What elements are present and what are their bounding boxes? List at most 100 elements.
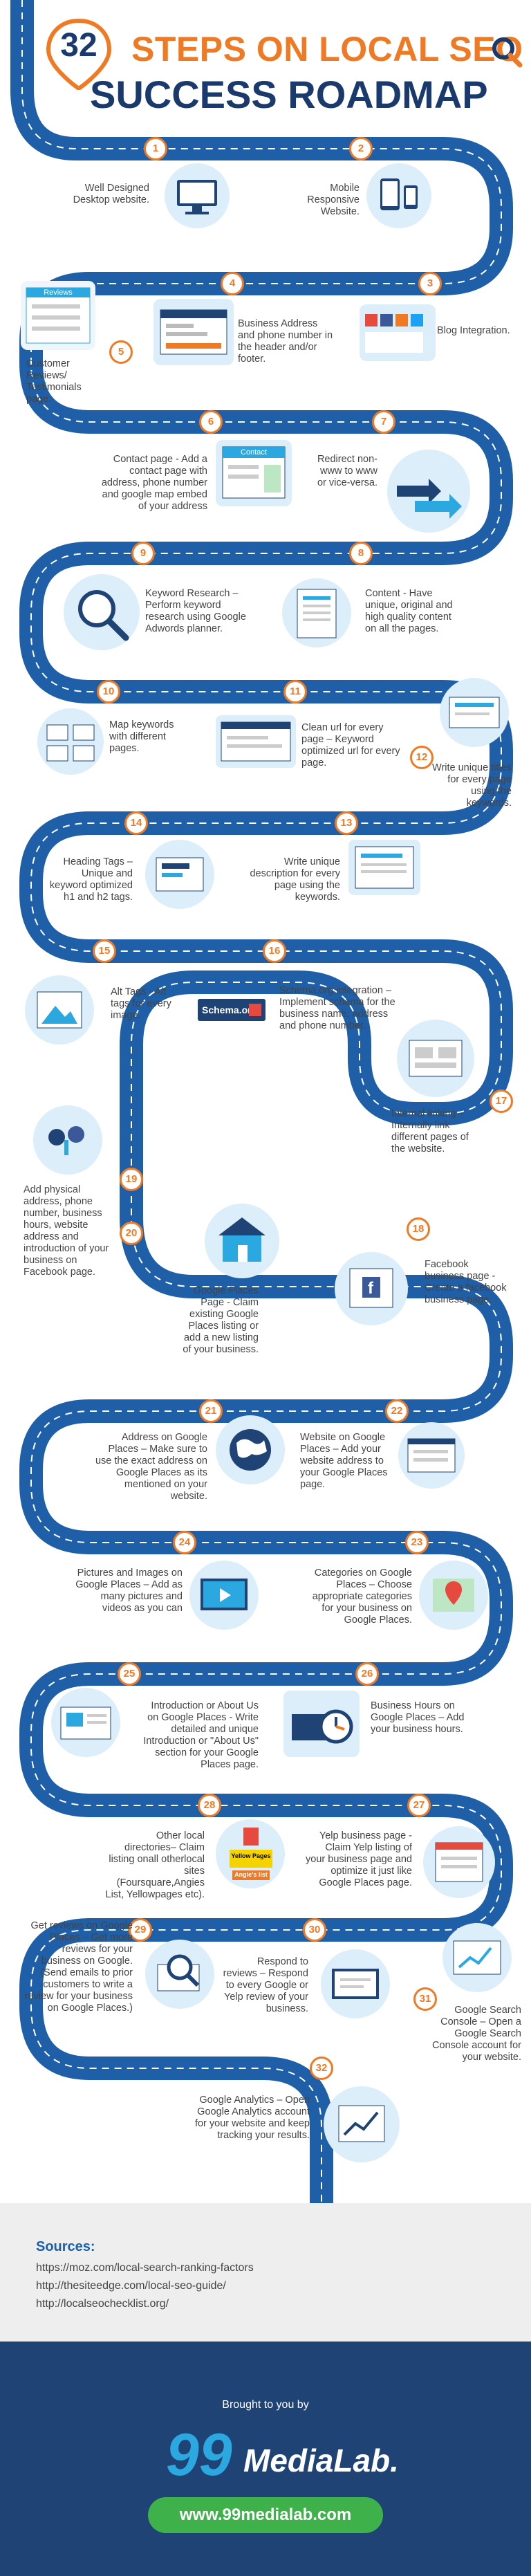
step-marker-30: 30	[303, 1918, 326, 1942]
step-marker-27: 27	[407, 1794, 431, 1817]
step-text-19: Add physical address, phone number, busi…	[24, 1184, 109, 1278]
step-marker-28: 28	[198, 1794, 221, 1817]
website-url-button[interactable]: www.99medialab.com	[148, 2497, 383, 2533]
contact-page-icon: Contact	[216, 440, 292, 506]
step-text-27: Yelp business page - Claim Yelp listing …	[306, 1830, 412, 1888]
step-marker-3: 3	[418, 272, 442, 295]
step-marker-7: 7	[372, 410, 395, 434]
step-text-3: Blog Integration.	[437, 325, 510, 336]
schema-logo-icon	[249, 1004, 261, 1016]
analytics-icon	[324, 2086, 400, 2162]
magnifier-icon	[492, 37, 523, 68]
step-text-23: Categories on Google Places – Choose app…	[312, 1567, 412, 1626]
about-us-icon	[51, 1688, 120, 1757]
step-marker-5: 5	[109, 340, 133, 364]
redirect-icon	[387, 450, 470, 533]
source-link-3[interactable]: http://localseochecklist.org/	[36, 2298, 169, 2310]
map-keywords-icon	[37, 708, 104, 775]
step-text-18: Facebook business page - Create a facebo…	[425, 1259, 507, 1305]
step-marker-14: 14	[124, 811, 148, 835]
step-marker-18: 18	[407, 1217, 430, 1241]
logo-name: MediaLab.	[243, 2442, 399, 2478]
step-marker-13: 13	[335, 811, 358, 835]
source-link-2[interactable]: http://thesiteedge.com/local-seo-guide/	[36, 2280, 226, 2292]
title-number: 32	[60, 27, 97, 64]
svg-text:f: f	[368, 1279, 374, 1298]
step-text-7: Redirect non-www to www or vice-versa.	[317, 454, 378, 488]
step-text-14: Heading Tags – Unique and keyword optimi…	[49, 856, 133, 903]
step-marker-20: 20	[120, 1222, 143, 1245]
step-text-6: Contact page - Add a contact page with a…	[101, 454, 207, 512]
step-text-30: Respond to reviews – Respond to every Go…	[223, 1956, 308, 2014]
step-marker-12: 12	[410, 746, 434, 769]
step-marker-9: 9	[131, 542, 155, 565]
reviews-label: Reviews	[44, 288, 73, 297]
reviews-page-icon: Reviews	[21, 281, 95, 350]
local-directories-icon: Yellow Pages Angie's list	[216, 1819, 285, 1888]
angies-list-label: Angie's list	[234, 1871, 268, 1878]
step-text-26: Business Hours on Google Places – Add yo…	[371, 1700, 465, 1735]
contact-label: Contact	[241, 448, 267, 457]
step-text-25: Introduction or About Us on Google Place…	[143, 1700, 259, 1770]
step-marker-32: 32	[310, 2057, 333, 2080]
business-address-icon	[153, 299, 234, 365]
desktop-icon	[165, 163, 230, 228]
schema-label: Schema.org	[202, 1004, 258, 1015]
step-text-1: Well Designed Desktop website.	[73, 183, 149, 205]
facebook-contact-icon	[33, 1105, 102, 1175]
sources-section	[0, 2203, 531, 2342]
respond-reviews-icon	[321, 1949, 390, 2018]
step-marker-1: 1	[144, 137, 167, 160]
website-listing-icon	[398, 1422, 465, 1489]
logo-number: 99	[166, 2422, 232, 2488]
google-places-icon	[205, 1204, 279, 1278]
internal-linking-icon	[397, 1020, 474, 1097]
step-text-5: Customer Reviews/ Testimonials page.	[26, 358, 82, 405]
step-marker-22: 22	[385, 1399, 409, 1423]
heading-tags-icon	[145, 840, 214, 909]
step-marker-11: 11	[283, 680, 307, 703]
title-line-2: SUCCESS ROADMAP	[90, 73, 488, 116]
step-marker-8: 8	[349, 542, 373, 565]
step-marker-16: 16	[263, 939, 286, 963]
step-marker-17: 17	[490, 1089, 513, 1113]
step-marker-29: 29	[129, 1918, 152, 1942]
step-marker-6: 6	[199, 410, 223, 434]
business-hours-icon	[283, 1691, 360, 1757]
page-titles-icon	[440, 678, 509, 747]
mobile-tablet-icon	[366, 163, 431, 228]
keyword-research-icon	[64, 574, 140, 650]
step-text-16: Schema.org integration – Implement schem…	[279, 985, 395, 1031]
meta-description-icon	[348, 840, 420, 895]
step-marker-24: 24	[173, 1531, 196, 1554]
step-marker-10: 10	[97, 680, 120, 703]
search-console-icon	[442, 1923, 512, 1992]
source-link-1[interactable]: https://moz.com/local-search-ranking-fac…	[36, 2262, 254, 2274]
sources-title: Sources:	[36, 2239, 95, 2254]
step-text-9: Keyword Research – Perform keyword resea…	[145, 588, 246, 634]
roadmap-road	[10, 0, 513, 2234]
step-text-20: Google Places Page - Claim existing Goog…	[183, 1285, 259, 1355]
step-text-22: Website on Google Places – Add your webs…	[300, 1432, 388, 1490]
pictures-video-icon	[189, 1561, 259, 1630]
step-marker-2: 2	[349, 137, 373, 160]
step-text-12: Write unique titles for every page using…	[432, 762, 512, 809]
schema-badge: Schema.org	[198, 999, 266, 1021]
step-text-29: Get reviews on Google Places – Get more …	[24, 1920, 133, 2014]
step-text-8: Content - Have unique, original and high…	[365, 588, 453, 634]
step-text-28: Other local directories– Claim listing o…	[105, 1830, 205, 1900]
content-page-icon	[282, 578, 351, 647]
step-text-31: Google Search Console – Open a Google Se…	[432, 2005, 521, 2063]
globe-icon	[216, 1415, 285, 1484]
step-text-17: Internal linking – Internally link diffe…	[391, 1108, 469, 1154]
step-marker-23: 23	[405, 1531, 429, 1554]
step-marker-4: 4	[221, 272, 244, 295]
step-text-13: Write unique description for every page …	[250, 856, 340, 903]
step-text-21: Address on Google Places – Make sure to …	[95, 1432, 207, 1502]
yelp-page-icon	[423, 1826, 495, 1898]
step-text-11: Clean url for every page – Keyword optim…	[301, 722, 400, 769]
step-marker-26: 26	[355, 1662, 379, 1686]
footer	[0, 2342, 531, 2576]
step-marker-31: 31	[413, 1987, 437, 2011]
reviews-search-icon	[145, 1940, 214, 2009]
